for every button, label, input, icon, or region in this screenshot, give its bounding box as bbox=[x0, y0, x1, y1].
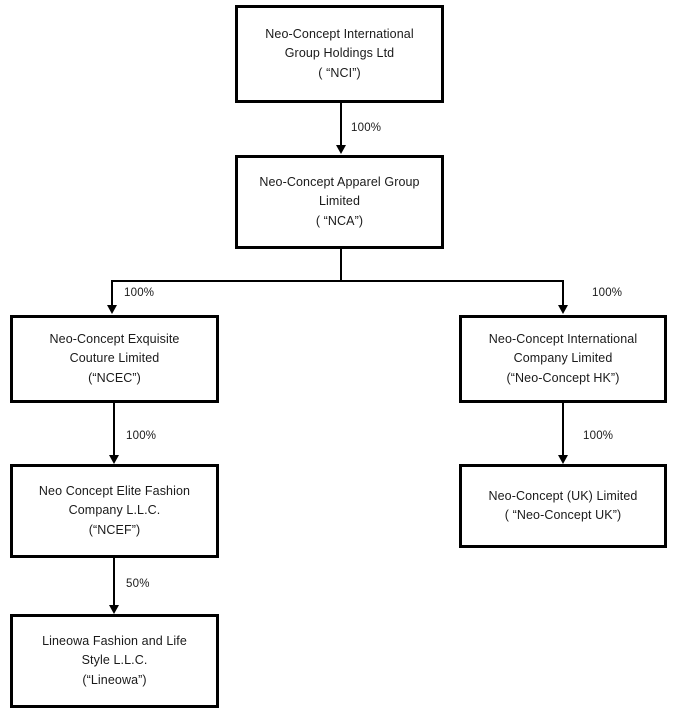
node-lineowa-line-3: (“Lineowa”) bbox=[82, 672, 147, 687]
edge-ncec-ncef-line bbox=[113, 403, 115, 456]
node-neo-concept-hk[interactable]: Neo-Concept International Company Limite… bbox=[459, 315, 667, 403]
node-ncef[interactable]: Neo Concept Elite Fashion Company L.L.C.… bbox=[10, 464, 219, 558]
edge-nci-nca-label: 100% bbox=[351, 122, 382, 134]
edge-nca-hk-label: 100% bbox=[592, 287, 623, 299]
node-neo-concept-hk-line-1: Neo-Concept International bbox=[488, 331, 638, 346]
node-ncec-line-1: Neo-Concept Exquisite bbox=[49, 331, 180, 346]
edge-ncec-ncef-label: 100% bbox=[126, 430, 157, 442]
node-nci[interactable]: Neo-Concept International Group Holdings… bbox=[235, 5, 444, 103]
node-nci-line-2: Group Holdings Ltd bbox=[284, 46, 395, 61]
node-lineowa-line-2: Style L.L.C. bbox=[81, 653, 148, 668]
edge-hk-uk-label: 100% bbox=[583, 430, 614, 442]
node-nca-line-1: Neo-Concept Apparel Group bbox=[259, 174, 420, 189]
edge-hk-uk-line bbox=[562, 403, 564, 456]
edge-nca-bus-horizontal bbox=[111, 280, 564, 282]
edge-ncef-lineowa-label: 50% bbox=[126, 578, 150, 590]
edge-nca-ncec-label: 100% bbox=[124, 287, 155, 299]
node-nca[interactable]: Neo-Concept Apparel Group Limited ( “NCA… bbox=[235, 155, 444, 249]
node-lineowa[interactable]: Lineowa Fashion and Life Style L.L.C. (“… bbox=[10, 614, 219, 708]
edge-ncef-lineowa-arrow bbox=[109, 605, 119, 614]
node-nci-line-1: Neo-Concept International bbox=[265, 26, 414, 41]
node-neo-concept-uk-line-2: ( “Neo-Concept UK”) bbox=[504, 508, 622, 522]
node-ncef-line-2: Company L.L.C. bbox=[68, 503, 161, 518]
node-neo-concept-uk[interactable]: Neo-Concept (UK) Limited ( “Neo-Concept … bbox=[459, 464, 667, 548]
node-ncec[interactable]: Neo-Concept Exquisite Couture Limited (“… bbox=[10, 315, 219, 403]
node-neo-concept-hk-line-2: Company Limited bbox=[513, 351, 613, 366]
edge-nca-ncec-line bbox=[111, 280, 113, 306]
node-lineowa-line-1: Lineowa Fashion and Life bbox=[42, 633, 187, 648]
node-neo-concept-uk-line-1: Neo-Concept (UK) Limited bbox=[488, 488, 638, 503]
node-nci-line-3: ( “NCI”) bbox=[318, 65, 361, 80]
node-ncef-line-3: (“NCEF”) bbox=[88, 522, 141, 537]
edge-ncef-lineowa-line bbox=[113, 558, 115, 606]
node-ncec-line-2: Couture Limited bbox=[69, 351, 160, 366]
node-neo-concept-hk-line-3: (“Neo-Concept HK”) bbox=[506, 370, 620, 385]
node-ncec-line-3: (“NCEC”) bbox=[88, 370, 141, 385]
edge-nci-nca-line bbox=[340, 103, 342, 146]
edge-nca-bus-stem bbox=[340, 249, 342, 282]
edge-hk-uk-arrow bbox=[558, 455, 568, 464]
edge-nca-hk-line bbox=[562, 280, 564, 306]
node-nca-line-3: ( “NCA”) bbox=[315, 213, 364, 228]
edge-ncec-ncef-arrow bbox=[109, 455, 119, 464]
edge-nca-ncec-arrow bbox=[107, 305, 117, 314]
node-nca-line-2: Limited bbox=[319, 194, 360, 209]
node-ncef-line-1: Neo Concept Elite Fashion bbox=[38, 483, 191, 498]
edge-nci-nca-arrow bbox=[336, 145, 346, 154]
edge-nca-hk-arrow bbox=[558, 305, 568, 314]
